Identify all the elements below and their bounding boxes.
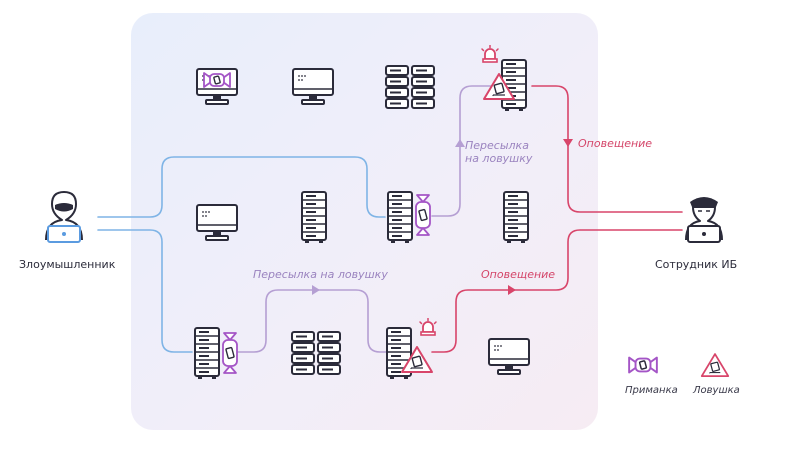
legend-bait-label: Приманка xyxy=(625,385,678,396)
server-rack-icon xyxy=(503,191,529,244)
redirect-note-upper-line1: Пересылка xyxy=(465,139,529,152)
alert-arrow-upper xyxy=(563,139,573,147)
attacker-label: Злоумышленник xyxy=(19,258,116,271)
network-panel xyxy=(131,13,598,430)
server-rack-icon xyxy=(301,191,327,244)
redirect-note-lower: Пересылка на ловушку xyxy=(253,268,388,281)
alert-path-upper xyxy=(531,85,683,213)
alert-note-lower: Оповещение xyxy=(481,268,556,281)
legend-trap-label: Ловушка xyxy=(693,385,740,396)
bait-server-middle xyxy=(387,191,431,244)
alert-note-upper: Оповещение xyxy=(578,137,653,150)
server-rack-icon xyxy=(387,191,413,244)
redirect-note-upper: Пересылка на ловушку xyxy=(465,139,532,165)
redirect-arrow-upper xyxy=(455,139,465,147)
hooded-hacker-icon xyxy=(45,191,83,243)
legend-bait-icon xyxy=(628,356,658,374)
attacker-path-lower xyxy=(97,229,193,353)
attacker-path-upper xyxy=(97,156,386,218)
server-rack-icon xyxy=(194,327,220,380)
redirect-arrow-lower xyxy=(312,285,320,295)
bait-server-bottom xyxy=(194,327,238,380)
security-officer-icon xyxy=(685,197,723,243)
alert-arrow-lower xyxy=(508,285,516,295)
redirect-path-upper xyxy=(431,85,493,217)
legend-trap-icon xyxy=(700,353,730,377)
redirect-note-upper-line2: на ловушку xyxy=(465,152,533,165)
security-officer-label: Сотрудник ИБ xyxy=(655,258,738,271)
